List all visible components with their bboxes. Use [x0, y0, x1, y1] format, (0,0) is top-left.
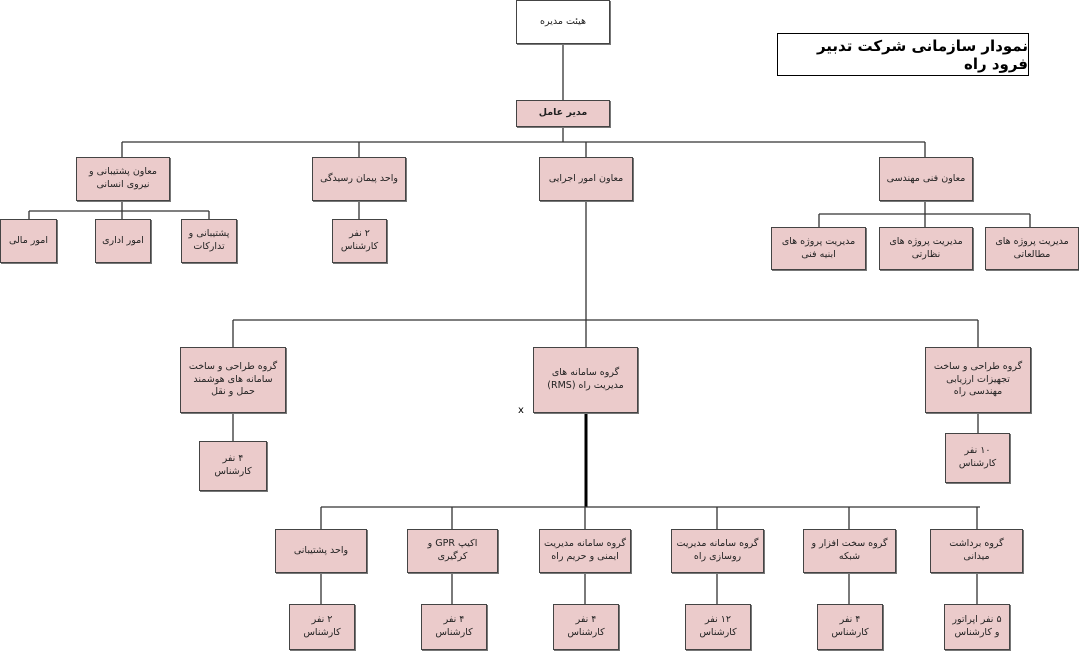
rms-group-box: گروه سامانه های مدیریت راه (RMS) — [533, 347, 638, 413]
rms-staff-box: ۴ نفر کارشناس — [817, 604, 883, 650]
contract-staff-box: ۲ نفر کارشناس — [332, 219, 387, 263]
deputy-tech-box: معاون فنی مهندسی — [879, 157, 973, 201]
its-group-box: گروه طراحی و ساخت سامانه های هوشمند حمل … — [180, 347, 286, 413]
deputy-support-box: معاون پشتیبانی و نیروی انسانی — [76, 157, 170, 201]
contract-unit-box: واحد پیمان رسیدگی — [312, 157, 406, 201]
x-marker: x — [518, 405, 524, 416]
rms-subgroup-box: گروه سخت افزار و شبکه — [803, 529, 896, 573]
its-staff-box: ۴ نفر کارشناس — [199, 441, 267, 491]
tech-unit-box: مدیریت پروژه های ابنیه فنی — [771, 227, 866, 270]
ceo-box: مدیر عامل — [516, 100, 610, 127]
rms-subgroup-box: گروه سامانه مدیریت ایمنی و حریم راه — [539, 529, 631, 573]
deputy-exec-box: معاون امور اجرایی — [539, 157, 633, 201]
tech-unit-box: مدیریت پروژه های نظارتی — [879, 227, 973, 270]
rms-staff-box: ۵ نفر اپراتور و کارشناس — [944, 604, 1010, 650]
support-unit-box: پشتیبانی و تدارکات — [181, 219, 237, 263]
rms-staff-box: ۴ نفر کارشناس — [553, 604, 619, 650]
rms-subgroup-box: گروه سامانه مدیریت روسازی راه — [671, 529, 764, 573]
chart-title: نمودار سازمانی شرکت تدبیر فرود راه — [777, 33, 1029, 76]
support-unit-box: امور اداری — [95, 219, 151, 263]
rms-subgroup-box: واحد پشتیبانی — [275, 529, 367, 573]
support-unit-box: امور مالی — [0, 219, 57, 263]
eval-group-box: گروه طراحی و ساخت تجهیزات ارزیابی مهندسی… — [925, 347, 1031, 413]
rms-subgroup-box: گروه برداشت میدانی — [930, 529, 1023, 573]
board-box: هیئت مدیره — [516, 0, 610, 44]
rms-subgroup-box: اکیپ GPR و کرگیری — [407, 529, 498, 573]
rms-staff-box: ۱۲ نفر کارشناس — [685, 604, 751, 650]
tech-unit-box: مدیریت پروژه های مطالعاتی — [985, 227, 1079, 270]
eval-staff-box: ۱۰ نفر کارشناس — [945, 433, 1010, 483]
rms-staff-box: ۴ نفر کارشناس — [421, 604, 487, 650]
rms-staff-box: ۲ نفر کارشناس — [289, 604, 355, 650]
